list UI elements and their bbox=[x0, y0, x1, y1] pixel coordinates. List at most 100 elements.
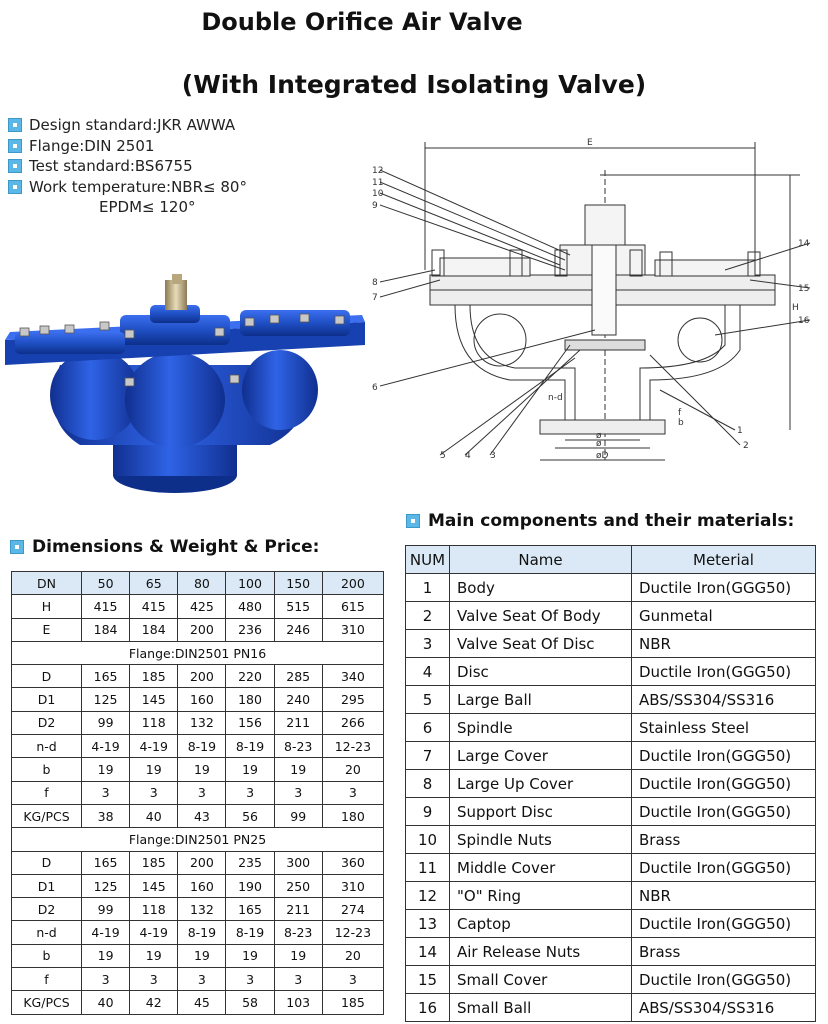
row-label-cell: f bbox=[11, 967, 82, 992]
table-cell: 156 bbox=[225, 710, 275, 736]
table-cell: 65 bbox=[129, 570, 179, 596]
num-cell: 15 bbox=[405, 965, 450, 994]
square-bullet-icon bbox=[8, 159, 22, 174]
flange-label: Flange:DIN2501 PN16 bbox=[11, 640, 384, 666]
mat-cell: Ductile Iron(GGG50) bbox=[631, 573, 816, 602]
num-cell: 16 bbox=[405, 993, 450, 1022]
part-label-14: 14 bbox=[798, 239, 810, 249]
table-cell: 80 bbox=[177, 570, 227, 596]
table-cell: 310 bbox=[321, 617, 385, 642]
num-cell: 10 bbox=[405, 825, 450, 854]
square-bullet-icon bbox=[8, 118, 22, 133]
part-label-8: 8 bbox=[372, 278, 378, 288]
mat-cell: Ductile Iron(GGG50) bbox=[631, 965, 816, 994]
table-cell: 266 bbox=[321, 710, 385, 736]
spec-continuation: EPDM≤ 120° bbox=[99, 198, 196, 216]
table-cell: 515 bbox=[273, 594, 323, 619]
dim-label-e: E bbox=[587, 138, 593, 148]
name-cell: Small Ball bbox=[449, 993, 632, 1022]
table-cell: 160 bbox=[177, 873, 227, 899]
components-heading: Main components and their materials: bbox=[406, 511, 794, 531]
table-cell: 145 bbox=[129, 873, 179, 899]
table-cell: 3 bbox=[321, 780, 385, 805]
table-cell: 8-23 bbox=[273, 920, 323, 945]
table-cell: 118 bbox=[129, 710, 179, 736]
square-bullet-icon bbox=[8, 179, 22, 194]
table-cell: 235 bbox=[225, 850, 275, 875]
table-cell: 480 bbox=[225, 594, 275, 619]
row-label-cell: D bbox=[11, 664, 82, 689]
row-label-cell: H bbox=[11, 594, 82, 619]
dim-label-d1: ø bbox=[596, 439, 602, 449]
name-cell: Valve Seat Of Disc bbox=[449, 629, 632, 658]
part-label-16: 16 bbox=[798, 316, 810, 326]
title-line-2: (With Integrated Isolating Valve) bbox=[181, 70, 647, 99]
table-cell: 4-19 bbox=[80, 734, 131, 759]
mat-cell: Ductile Iron(GGG50) bbox=[631, 853, 816, 882]
table-cell: 185 bbox=[129, 850, 179, 875]
table-cell: 236 bbox=[225, 617, 275, 642]
dim-label-nd: n-d bbox=[548, 393, 563, 403]
table-cell: 285 bbox=[273, 664, 323, 689]
mat-cell: ABS/SS304/SS316 bbox=[631, 993, 816, 1022]
mat-cell: Ductile Iron(GGG50) bbox=[631, 657, 816, 686]
row-label-cell: b bbox=[11, 757, 82, 782]
table-cell: 200 bbox=[321, 570, 385, 596]
dim-label-d2: ø bbox=[596, 431, 602, 441]
name-cell: Large Cover bbox=[449, 741, 632, 770]
table-cell: 19 bbox=[80, 943, 131, 969]
table-cell: 415 bbox=[80, 594, 131, 619]
row-label-cell: D bbox=[11, 850, 82, 875]
table-cell: 145 bbox=[129, 687, 179, 712]
part-label-4: 4 bbox=[465, 451, 471, 461]
table-cell: 12-23 bbox=[321, 920, 385, 945]
table-cell: 180 bbox=[225, 687, 275, 712]
spec-item: Work temperature:NBR≤ 80° bbox=[8, 177, 247, 198]
table-cell: 45 bbox=[177, 990, 227, 1015]
mat-cell: ABS/SS304/SS316 bbox=[631, 685, 816, 714]
table-cell: 300 bbox=[273, 850, 323, 875]
table-cell: 3 bbox=[177, 780, 227, 805]
table-cell: 12-23 bbox=[321, 734, 385, 759]
num-cell: 13 bbox=[405, 909, 450, 938]
table-cell: 19 bbox=[225, 757, 275, 782]
table-cell: 43 bbox=[177, 803, 227, 829]
dim-label-dd: øD bbox=[596, 451, 609, 461]
name-cell: Spindle bbox=[449, 713, 632, 742]
dimensions-heading: Dimensions & Weight & Price: bbox=[10, 537, 319, 557]
table-cell: 184 bbox=[129, 617, 179, 642]
table-cell: 165 bbox=[225, 897, 275, 922]
table-cell: 615 bbox=[321, 594, 385, 619]
table-cell: 19 bbox=[177, 943, 227, 969]
table-cell: 246 bbox=[273, 617, 323, 642]
row-label-cell: b bbox=[11, 943, 82, 969]
mat-cell: Stainless Steel bbox=[631, 713, 816, 742]
technical-drawing: E H 12 11 10 9 8 7 6 5 4 3 14 15 16 1 2 … bbox=[372, 138, 811, 461]
num-cell: 14 bbox=[405, 937, 450, 966]
table-cell: 19 bbox=[80, 757, 131, 782]
square-bullet-icon bbox=[10, 540, 24, 554]
table-cell: 118 bbox=[129, 897, 179, 922]
table-cell: 19 bbox=[273, 943, 323, 969]
part-label-7: 7 bbox=[372, 293, 378, 303]
name-cell: Middle Cover bbox=[449, 853, 632, 882]
dim-label-h: H bbox=[792, 303, 799, 313]
part-label-11: 11 bbox=[372, 178, 383, 188]
table-cell: 360 bbox=[321, 850, 385, 875]
spec-item: Test standard:BS6755 bbox=[8, 156, 247, 177]
table-cell: 4-19 bbox=[129, 920, 179, 945]
part-label-1: 1 bbox=[737, 426, 743, 436]
